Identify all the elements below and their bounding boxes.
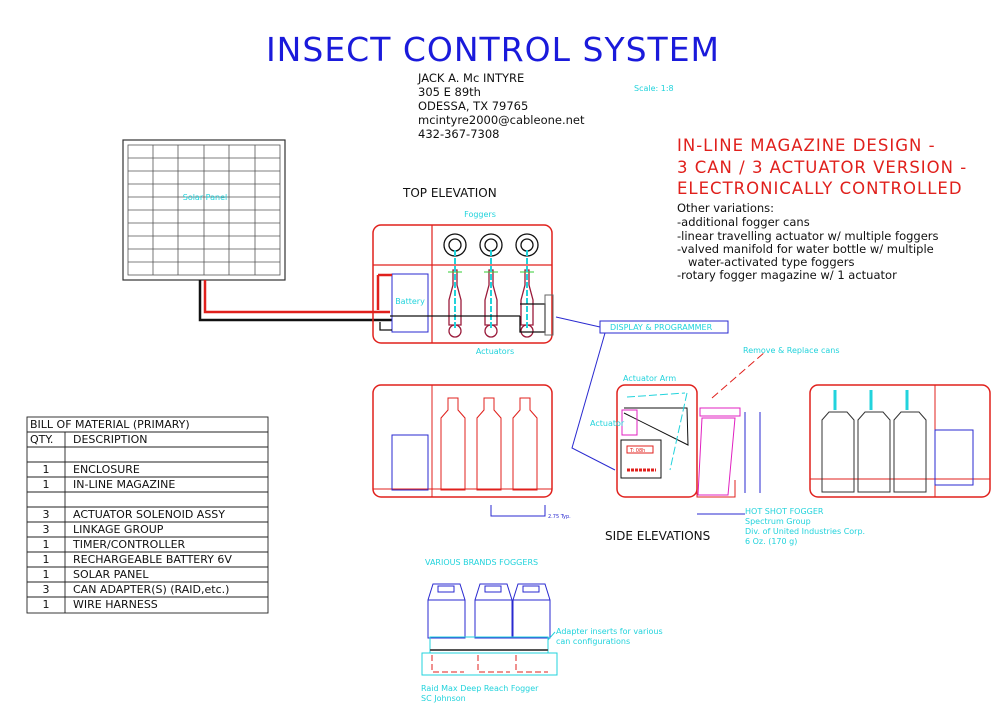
hot-shot-line: 6 Oz. (170 g) xyxy=(745,537,797,546)
bill-of-material-table xyxy=(26,416,269,614)
bom-header-qty: QTY. xyxy=(30,433,53,446)
product-maker: SC Johnson xyxy=(421,694,466,703)
actuator-arm-label: Actuator Arm xyxy=(623,374,676,383)
author-phone: 432-367-7308 xyxy=(418,127,499,141)
display-readout: T: 08h xyxy=(629,448,645,454)
bom-row-qty: 1 xyxy=(43,553,50,566)
bom-row-description: LINKAGE GROUP xyxy=(73,523,164,536)
variation-item: water-activated type foggers xyxy=(677,255,854,269)
variation-item: -additional fogger cans xyxy=(677,215,810,229)
bom-title: BILL OF MATERIAL (PRIMARY) xyxy=(30,418,190,431)
battery-label: Battery xyxy=(395,297,425,306)
bom-row-description: ACTUATOR SOLENOID ASSY xyxy=(73,508,225,521)
bom-row-description: ENCLOSURE xyxy=(73,463,140,476)
top-elevation-view xyxy=(372,224,554,344)
variations-heading: Other variations: xyxy=(677,201,774,215)
design-heading-2: 3 CAN / 3 ACTUATOR VERSION - xyxy=(677,158,967,177)
variation-item: -rotary fogger magazine w/ 1 actuator xyxy=(677,268,897,282)
bom-row-qty: 3 xyxy=(43,583,50,596)
top-elevation-label: TOP ELEVATION xyxy=(402,186,497,200)
side-elevations-label: SIDE ELEVATIONS xyxy=(605,529,710,543)
author-street: 305 E 89th xyxy=(418,85,481,99)
scale-label: Scale: 1:8 xyxy=(634,84,674,93)
bom-row-qty: 3 xyxy=(43,523,50,536)
bom-row-qty: 1 xyxy=(43,463,50,476)
design-heading-3: ELECTRONICALLY CONTROLLED xyxy=(677,179,963,198)
wire-negative xyxy=(198,280,392,322)
bom-row-qty: 1 xyxy=(43,478,50,491)
bom-row-description: CAN ADAPTER(S) (RAID,etc.) xyxy=(73,583,229,596)
side-elevation-front xyxy=(372,384,553,517)
author-name: JACK A. Mc INTYRE xyxy=(417,71,524,85)
bom-row-qty: 1 xyxy=(43,538,50,551)
design-heading-1: IN-LINE MAGAZINE DESIGN - xyxy=(677,136,936,155)
adapter-note-line: Adapter inserts for various xyxy=(556,627,663,636)
variation-item: -linear travelling actuator w/ multiple … xyxy=(677,229,939,243)
adapter-note-line: can configurations xyxy=(556,637,630,646)
bom-row-description: TIMER/CONTROLLER xyxy=(72,538,186,551)
foggers-label: Foggers xyxy=(464,210,496,219)
bom-row-description: IN-LINE MAGAZINE xyxy=(73,478,175,491)
drawing-title: INSECT CONTROL SYSTEM xyxy=(266,30,720,69)
variations-list: Other variations: -additional fogger can… xyxy=(677,201,939,282)
wire-positive xyxy=(203,280,390,314)
bom-row-qty: 3 xyxy=(43,508,50,521)
bom-row-description: RECHARGEABLE BATTERY 6V xyxy=(73,553,232,566)
bom-row-qty: 1 xyxy=(43,568,50,581)
side-elevation-side xyxy=(616,351,766,515)
bom-row-qty: 1 xyxy=(43,598,50,611)
author-city: ODESSA, TX 79765 xyxy=(418,99,528,113)
hot-shot-line: HOT SHOT FOGGER xyxy=(745,507,824,516)
author-email: mcintyre2000@cableone.net xyxy=(418,113,585,127)
hot-shot-line: Spectrum Group xyxy=(745,517,811,526)
hot-shot-line: Div. of United Industries Corp. xyxy=(745,527,865,536)
callout-leader xyxy=(555,316,616,471)
solar-panel xyxy=(122,139,286,281)
bom-row-description: SOLAR PANEL xyxy=(73,568,149,581)
solar-panel-label: Solar Panel xyxy=(183,193,228,202)
actuators-label: Actuators xyxy=(476,347,514,356)
remove-replace-label: Remove & Replace cans xyxy=(743,346,840,355)
side-elevation-back xyxy=(809,384,991,498)
product-name: Raid Max Deep Reach Fogger xyxy=(421,684,539,693)
actuator-label: Actuator xyxy=(590,419,625,428)
bom-row-description: WIRE HARNESS xyxy=(73,598,158,611)
bom-header-description: DESCRIPTION xyxy=(73,433,147,446)
various-brands-foggers xyxy=(421,583,558,676)
various-brands-label: VARIOUS BRANDS FOGGERS xyxy=(425,558,538,567)
hot-shot-fogger-note: HOT SHOT FOGGER Spectrum Group Div. of U… xyxy=(745,507,865,546)
author-block: JACK A. Mc INTYRE 305 E 89th ODESSA, TX … xyxy=(417,71,585,141)
dimension-typ: 2.75 Typ. xyxy=(548,514,571,520)
display-programmer-label: DISPLAY & PROGRAMMER xyxy=(610,323,713,332)
variation-item: -valved manifold for water bottle w/ mul… xyxy=(677,242,934,256)
